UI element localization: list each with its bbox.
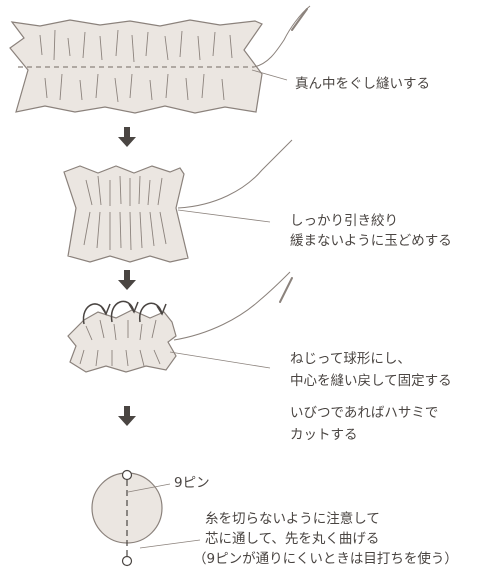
step3-label-line2: 中心を縫い戻して固定する	[290, 373, 452, 389]
step4-ball-illustration	[91, 469, 201, 567]
twist-arrows	[82, 300, 167, 325]
pin-leader-line	[127, 483, 171, 493]
pin-loop-bottom	[121, 555, 133, 567]
thread	[173, 271, 291, 341]
step3-note-line1: いびつであればハサミで	[290, 405, 439, 421]
down-arrow-1	[118, 127, 136, 147]
thread	[177, 139, 293, 209]
step4-label-line3: （9ピンが通りにくいときは目打ちを使う）	[193, 551, 458, 567]
leader-line	[177, 209, 271, 223]
step1-fabric-illustration	[9, 5, 311, 114]
thread	[253, 5, 311, 68]
pin-loop-top	[121, 469, 133, 481]
step4-label-line2: 芯に通して、先を丸く曲げる	[205, 531, 380, 547]
nine-pin-label: 9ピン	[174, 475, 210, 491]
step1-label: 真ん中をぐし縫いする	[295, 76, 430, 92]
down-arrow-2	[118, 270, 136, 290]
gathered-fabric	[63, 165, 189, 263]
step3-label-line1: ねじって球形にし、	[290, 351, 411, 367]
step2-label-line2: 緩まないように玉どめする	[290, 233, 452, 249]
step3-fabric-illustration	[67, 271, 293, 373]
step4-label-line1: 糸を切らないように注意して	[205, 511, 380, 527]
needle	[291, 8, 308, 31]
step2-fabric-illustration	[63, 139, 293, 263]
step3-note-line2: カットする	[290, 427, 358, 443]
down-arrow-3	[118, 406, 136, 426]
leader-line	[169, 351, 271, 369]
fabric-gather-lines	[39, 29, 233, 103]
step2-label-line1: しっかり引き絞り	[290, 213, 398, 229]
leader-line	[139, 539, 201, 549]
leader-line	[251, 69, 288, 81]
needle	[279, 277, 293, 303]
